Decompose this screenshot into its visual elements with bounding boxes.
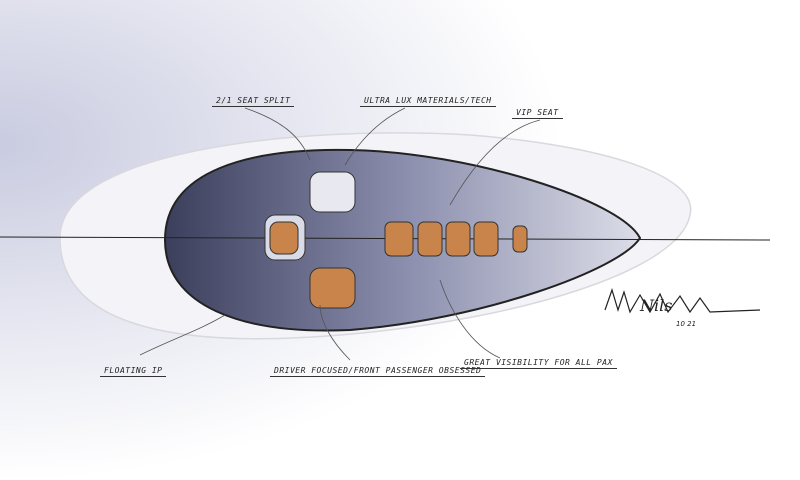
annotation-driver-focused: DRIVER FOCUSED/FRONT PASSENGER OBSESSED bbox=[270, 366, 486, 377]
leader-lines bbox=[139, 107, 541, 361]
signature-mark bbox=[604, 288, 761, 314]
vip-seat-4 bbox=[473, 221, 499, 257]
seat-bottom bbox=[309, 267, 356, 309]
vip-seat-2 bbox=[417, 221, 443, 257]
vip-seat-3 bbox=[445, 221, 471, 257]
signature: Nils bbox=[640, 296, 673, 315]
seats bbox=[264, 171, 528, 309]
annotation-materials: ULTRA LUX MATERIALS/TECH bbox=[360, 96, 496, 107]
annotation-vip-seat: VIP SEAT bbox=[512, 108, 563, 119]
front-seat-orange bbox=[269, 221, 299, 255]
vip-seat-5 bbox=[512, 225, 528, 253]
vip-seat-1 bbox=[384, 221, 414, 257]
signature-date: 10 21 bbox=[676, 320, 697, 328]
seat-top bbox=[309, 171, 356, 213]
annotation-visibility: GREAT VISIBILITY FOR ALL PAX bbox=[460, 358, 617, 369]
annotation-seat-split: 2/1 SEAT SPLIT bbox=[212, 96, 295, 107]
annotation-floating-ip: FLOATING IP bbox=[100, 366, 167, 377]
